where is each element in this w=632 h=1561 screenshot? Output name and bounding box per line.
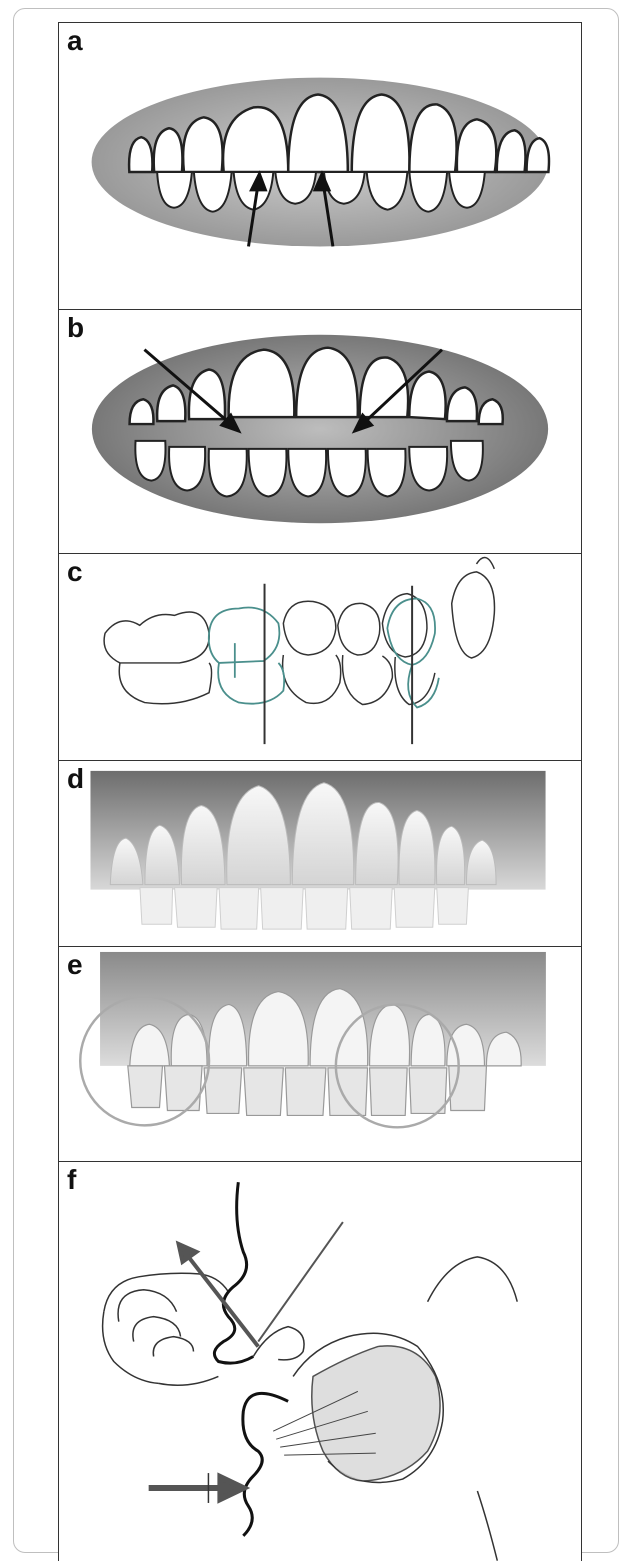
lower-teeth xyxy=(140,888,468,930)
tongue-shape xyxy=(312,1346,440,1481)
illustration-thumb-sucking-profile xyxy=(59,1162,581,1561)
pointer-line xyxy=(258,1222,343,1342)
illustration-normal-bite xyxy=(59,23,581,309)
teeth-outline xyxy=(104,558,494,705)
illustration-front-teeth-render xyxy=(59,761,581,946)
panel-e: e xyxy=(58,946,582,1162)
lower-lip-profile xyxy=(243,1393,288,1535)
panel-a: a xyxy=(58,22,582,310)
lower-teeth xyxy=(128,1066,487,1116)
arrow-head-right xyxy=(220,1477,243,1499)
arrow-head-up xyxy=(179,1244,197,1262)
panel-b: b xyxy=(58,309,582,554)
lower-teeth xyxy=(135,441,483,497)
highlighted-teeth xyxy=(209,599,439,708)
hand-outline xyxy=(103,1273,229,1385)
illustration-crossbite xyxy=(59,947,581,1161)
illustration-molar-relationship xyxy=(59,554,581,760)
upper-lip-profile xyxy=(214,1182,253,1363)
panel-d: d xyxy=(58,760,582,947)
panel-c: c xyxy=(58,553,582,761)
arrow-right xyxy=(149,1477,244,1499)
panel-f: f xyxy=(58,1161,582,1561)
illustration-open-bite xyxy=(59,310,581,553)
